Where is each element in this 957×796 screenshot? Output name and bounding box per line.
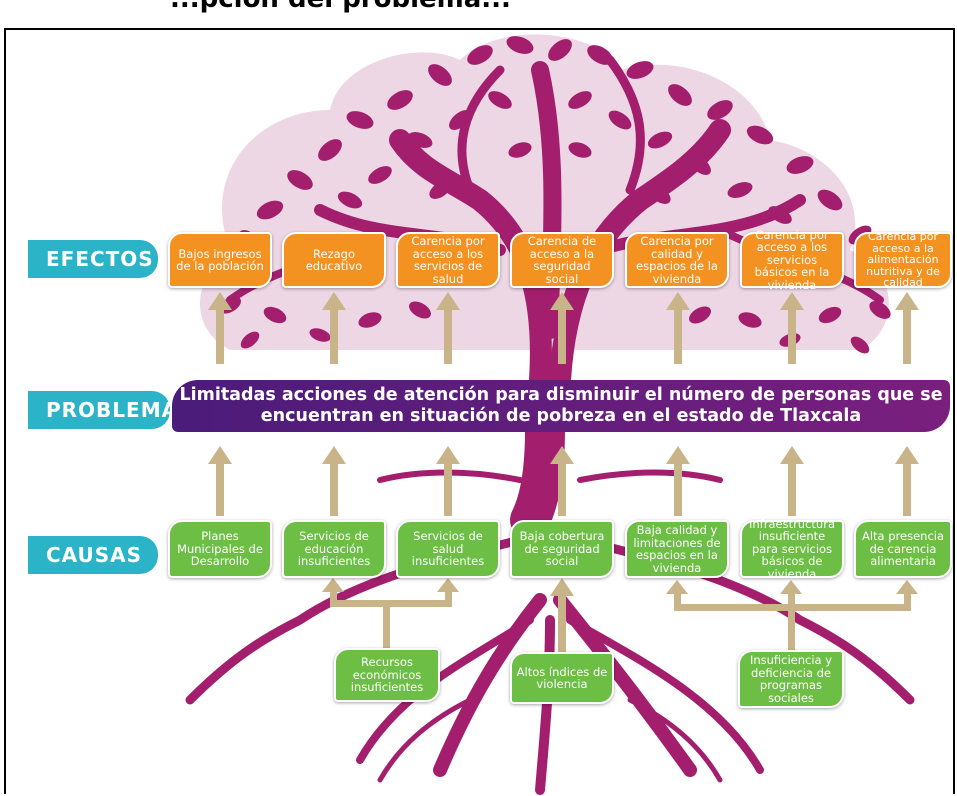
cause-box: Alta presencia de carencia alimentaria bbox=[854, 520, 952, 578]
cause-box: Planes Municipales de Desarrollo bbox=[168, 520, 272, 578]
cause-box: Infraestructura insuficiente para servic… bbox=[740, 518, 844, 580]
cause-box: Baja calidad y limitaciones de espacios … bbox=[625, 520, 729, 578]
effect-box: Carencia por acceso a los servicios bási… bbox=[740, 229, 844, 291]
label-causas: CAUSAS bbox=[28, 536, 158, 574]
label-efectos: EFECTOS bbox=[28, 240, 158, 278]
root-cause-box: Insuficiencia y deficiencia de programas… bbox=[738, 650, 844, 708]
arrow-up-icon bbox=[550, 578, 574, 652]
root-cause-box: Altos índices de violencia bbox=[510, 652, 614, 704]
arrow-up-icon bbox=[666, 580, 688, 611]
effect-box: Rezago educativo bbox=[282, 232, 386, 288]
effect-arrows bbox=[208, 292, 919, 364]
arrow-up-icon bbox=[550, 446, 574, 516]
arrow-up-icon bbox=[896, 580, 918, 611]
arrow-up-icon bbox=[780, 446, 804, 516]
problem-statement: Limitadas acciones de atención para dism… bbox=[172, 380, 950, 432]
effect-box: Carencia de acceso a la seguridad social bbox=[510, 232, 614, 288]
arrow-up-icon bbox=[895, 292, 919, 364]
arrow-up-icon bbox=[436, 446, 460, 516]
arrow-up-icon bbox=[780, 580, 802, 611]
arrow-up-icon bbox=[436, 292, 460, 364]
cause-box: Servicios de salud insuficientes bbox=[396, 520, 500, 578]
root-connectors bbox=[322, 578, 918, 654]
arrow-up-icon bbox=[322, 292, 346, 364]
arrow-up-icon bbox=[208, 292, 232, 364]
label-problema: PROBLEMA bbox=[28, 391, 177, 429]
cause-box: Servicios de educación insuficientes bbox=[282, 520, 386, 578]
effect-box: Carencia por acceso a la alimentación nu… bbox=[854, 231, 952, 289]
effect-box: Carencia por acceso a los servicios de s… bbox=[396, 232, 500, 288]
effect-box: Carencia por calidad y espacios de la vi… bbox=[625, 232, 729, 288]
arrow-up-icon bbox=[666, 446, 690, 516]
diagram-frame bbox=[4, 28, 955, 794]
arrow-up-icon bbox=[322, 446, 346, 516]
arrow-up-icon bbox=[895, 446, 919, 516]
arrow-up-icon bbox=[322, 578, 344, 607]
arrow-up-icon bbox=[666, 292, 690, 364]
effect-box: Bajos ingresos de la población bbox=[168, 232, 272, 288]
arrow-up-icon bbox=[437, 578, 459, 607]
cause-box: Baja cobertura de seguridad social bbox=[510, 520, 614, 578]
arrow-up-icon bbox=[780, 292, 804, 364]
arrow-up-icon bbox=[550, 292, 574, 364]
root-cause-box: Recursos económicos insuficientes bbox=[334, 648, 440, 702]
arrow-up-icon bbox=[208, 446, 232, 516]
cause-arrows bbox=[208, 446, 919, 516]
page-title: ...pción del problema... bbox=[170, 0, 511, 14]
